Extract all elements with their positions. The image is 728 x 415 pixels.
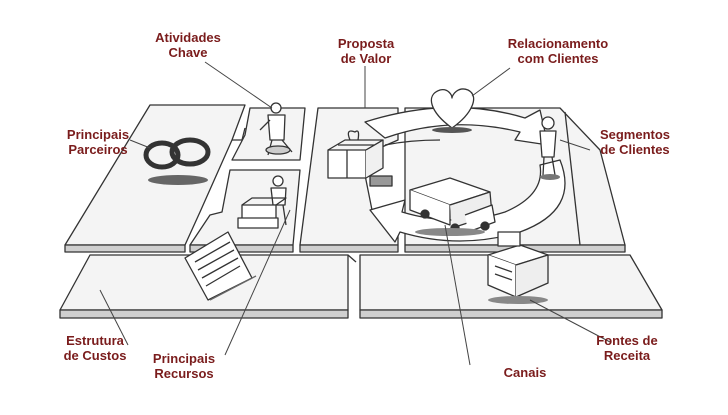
worker-figure-icon: [259, 102, 293, 156]
document-icon: [184, 231, 257, 301]
label-canais: Canais: [503, 365, 547, 380]
label-proposta-valor: Proposta de Valor: [337, 36, 395, 66]
label-relacionamento: Relacionamento com Clientes: [507, 36, 609, 66]
customer-figure-icon: [539, 116, 560, 180]
label-principais-parceiros: Principais Parceiros: [66, 127, 130, 157]
leader-segmentos: [559, 139, 591, 151]
label-atividades-chave: Atividades Chave: [155, 30, 221, 60]
gift-box-icon: [327, 130, 393, 187]
loop-arrow-bottom: [369, 159, 566, 243]
leader-atividades: [204, 61, 273, 109]
leader-custos: [99, 289, 129, 346]
label-principais-recursos: Principais Recursos: [152, 351, 216, 381]
label-fontes-receita: Fontes de Receita: [596, 333, 658, 363]
label-estrutura-custos: Estrutura de Custos: [63, 333, 127, 363]
rings-icon: [143, 137, 211, 185]
cash-register-icon: [487, 231, 549, 304]
leader-recursos: [224, 209, 291, 356]
heart-icon: [430, 88, 475, 129]
truck-icon: [409, 177, 496, 236]
label-segmentos: Segmentos de Clientes: [599, 127, 671, 157]
leader-receita: [529, 299, 611, 343]
leader-parceiros: [129, 139, 151, 149]
leader-relacionamento: [471, 67, 511, 97]
resources-figure-icon: [237, 175, 287, 229]
leader-canais: [444, 224, 471, 366]
